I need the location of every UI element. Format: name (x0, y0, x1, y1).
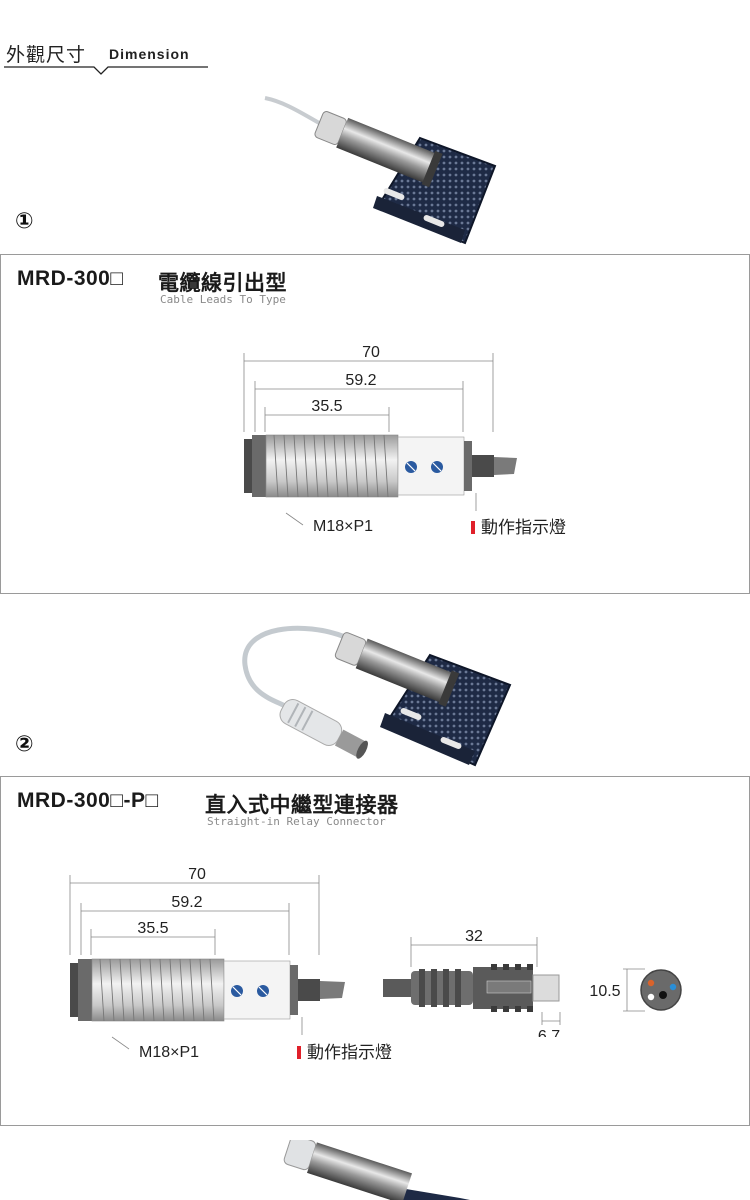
model-name-cn: 電纜線引出型 (158, 272, 287, 295)
pin-black (659, 991, 667, 999)
indicator-marker (297, 1046, 301, 1059)
connector-end-view: 10.5 (589, 968, 682, 1012)
dim-body: 59.2 (345, 372, 376, 389)
pin-orange (647, 979, 655, 987)
dimension-drawing-2: 70 59.2 35.5 (69, 866, 345, 1050)
model-name-en: Straight-in Relay Connector (207, 815, 386, 828)
indicator-label: 動作指示燈 (307, 1043, 392, 1062)
variant-marker-2: ② (15, 731, 34, 756)
pin-blue (669, 983, 677, 991)
indicator-label: 動作指示燈 (481, 518, 566, 537)
dim-thread: 35.5 (311, 398, 342, 415)
thread-spec: M18×P1 (139, 1044, 200, 1061)
dim-connector-offset: 6.7 (538, 1028, 560, 1037)
product-photo-3 (283, 1140, 470, 1200)
model-number: MRD-300□-P□ (17, 789, 159, 812)
relay-connector (279, 699, 368, 759)
section-title: 外觀尺寸 (6, 45, 87, 66)
dim-total: 70 (362, 344, 380, 361)
product-photo-2 (242, 625, 512, 767)
dim-connector-length: 32 (465, 928, 483, 945)
indicator-marker (471, 521, 475, 534)
dim-connector-diameter: 10.5 (589, 983, 620, 1000)
pin-white (647, 993, 655, 1001)
product-photo-1 (264, 96, 497, 245)
model-name-en: Cable Leads To Type (160, 293, 286, 306)
thread-spec: M18×P1 (313, 518, 374, 535)
variant-marker-1: ① (15, 208, 34, 233)
sensor-side-view (244, 434, 517, 498)
model-number: MRD-300□ (17, 267, 124, 290)
connector-drawing: 32 6.7 (383, 928, 561, 1037)
dim-total: 70 (188, 866, 206, 883)
dim-body: 59.2 (171, 894, 202, 911)
dim-thread: 35.5 (137, 920, 168, 937)
section-title-english: Dimension (109, 46, 190, 62)
variant-panel-2: MRD-300□-P□ 直入式中繼型連接器 Straight-in Relay … (0, 776, 750, 1126)
sensor-body (314, 111, 443, 188)
connector-side-view (383, 964, 560, 1012)
model-name-cn: 直入式中繼型連接器 (205, 794, 399, 817)
indicator-callout: 動作指示燈 (471, 513, 566, 538)
indicator-callout: 動作指示燈 (297, 1038, 392, 1063)
title-underline (4, 66, 208, 75)
variant-panel-1: MRD-300□ 電纜線引出型 Cable Leads To Type 70 5… (0, 254, 750, 594)
sensor-body (334, 632, 460, 707)
sensor-side-view (70, 958, 345, 1022)
dimension-drawing-1: 70 59.2 35.5 (243, 344, 517, 526)
